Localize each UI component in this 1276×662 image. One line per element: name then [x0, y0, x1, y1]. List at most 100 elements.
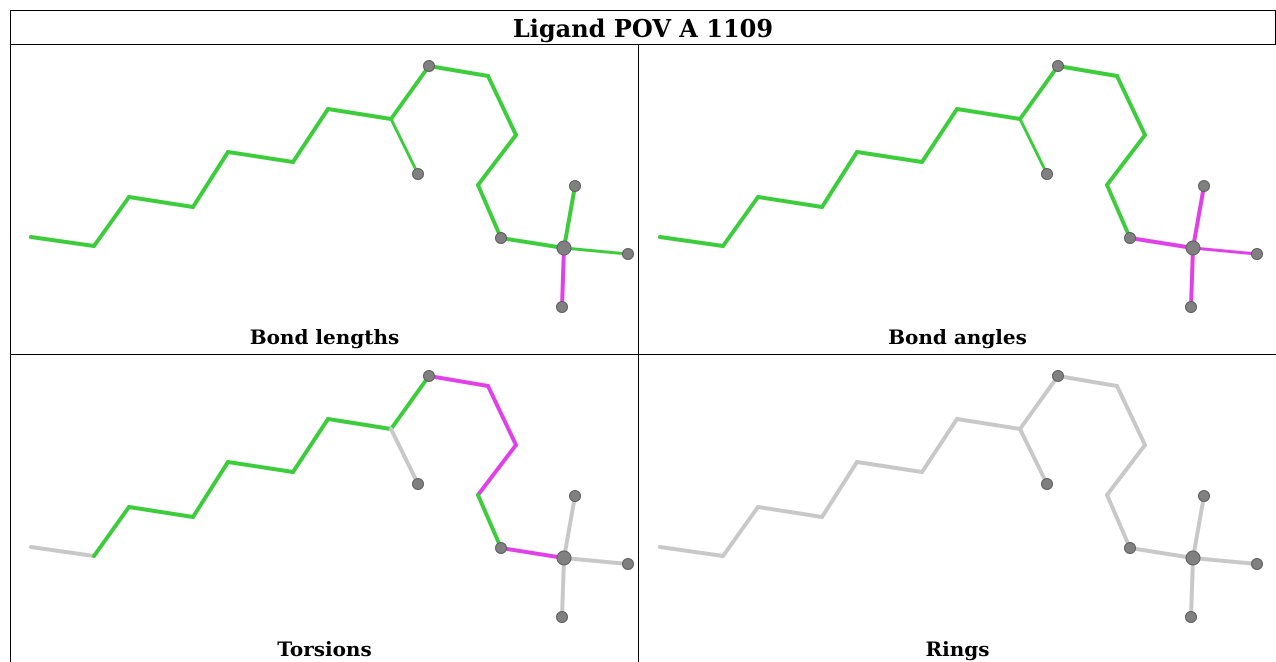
atom: [1041, 168, 1053, 180]
bond: [955, 417, 1022, 431]
bond: [1115, 74, 1147, 137]
bond: [326, 107, 393, 121]
atom: [1124, 542, 1136, 554]
bond: [1018, 374, 1060, 431]
bond: [1105, 183, 1132, 240]
panel-torsions: Torsions: [11, 355, 638, 662]
atom: [412, 478, 424, 490]
bond: [191, 460, 230, 519]
bond: [1018, 64, 1060, 121]
bond: [1189, 556, 1195, 619]
bond: [226, 460, 295, 474]
atom: [1185, 611, 1197, 623]
bond: [1191, 246, 1259, 256]
bond: [499, 236, 566, 250]
atom: [1052, 370, 1064, 382]
title-divider: [10, 44, 1276, 45]
bond: [499, 546, 566, 560]
bond: [389, 64, 431, 121]
atom: [495, 232, 507, 244]
bond: [1105, 443, 1147, 497]
molecule-diagram: [658, 370, 1263, 623]
atom: [556, 611, 568, 623]
atom: [495, 542, 507, 554]
panel-rings: Rings: [639, 355, 1276, 662]
bond: [1105, 133, 1147, 187]
bond: [389, 374, 431, 431]
panel-bond-angles: Bond angles: [639, 45, 1276, 354]
bond: [1056, 64, 1119, 78]
atom: [1052, 60, 1064, 72]
bond: [92, 195, 131, 248]
atom: [569, 490, 581, 502]
atom: [1251, 558, 1263, 570]
column-divider: [638, 44, 639, 662]
bond: [389, 117, 420, 176]
bond: [820, 460, 859, 519]
bond: [1189, 246, 1195, 309]
bond: [820, 150, 859, 209]
bond: [226, 150, 295, 164]
figure-table: Ligand POV A 1109 Bond lengths Bond angl…: [10, 10, 1276, 662]
molecule-diagram: [658, 60, 1263, 313]
bond: [29, 235, 96, 248]
bond: [855, 150, 924, 164]
bond: [127, 505, 195, 519]
bond: [855, 460, 924, 474]
bond: [920, 107, 959, 164]
atom: [556, 301, 568, 313]
bond: [721, 505, 760, 558]
bond: [1128, 546, 1195, 560]
atom: [556, 240, 572, 256]
page-title: Ligand POV A 1109: [512, 14, 774, 43]
atom: [412, 168, 424, 180]
bond: [1018, 427, 1049, 486]
bond: [562, 184, 577, 250]
atom: [1041, 478, 1053, 490]
bond: [756, 195, 824, 209]
bond: [476, 443, 518, 497]
bond: [1105, 493, 1132, 550]
atom: [1198, 180, 1210, 192]
bond: [560, 556, 566, 619]
bond: [562, 246, 630, 256]
panel-caption: Rings: [925, 637, 990, 661]
row-divider: [10, 354, 1276, 355]
bond: [920, 417, 959, 474]
bond: [326, 417, 393, 431]
atom: [1185, 550, 1201, 566]
bond: [476, 493, 503, 550]
atom: [1124, 232, 1136, 244]
bond: [1191, 184, 1206, 250]
bond: [1018, 117, 1049, 176]
bond: [955, 107, 1022, 121]
atom: [423, 60, 435, 72]
bond: [389, 427, 420, 486]
atom: [1198, 490, 1210, 502]
panel-bond-lengths: Bond lengths: [11, 45, 638, 354]
bond: [191, 150, 230, 209]
atom: [569, 180, 581, 192]
bond: [29, 545, 96, 558]
bond: [291, 417, 330, 474]
atom: [1251, 248, 1263, 260]
atom: [556, 550, 572, 566]
molecule-diagram: [29, 370, 634, 623]
panel-caption: Bond lengths: [249, 325, 400, 349]
bond: [658, 235, 725, 248]
bond: [291, 107, 330, 164]
bond: [1191, 556, 1259, 566]
molecule-diagram: [29, 60, 634, 313]
bond: [427, 374, 490, 388]
bond: [476, 183, 503, 240]
atom: [1185, 301, 1197, 313]
bond: [127, 195, 195, 209]
table-left-border: [10, 10, 11, 662]
bond: [427, 64, 490, 78]
bond: [486, 384, 518, 447]
panel-caption: Bond angles: [888, 325, 1027, 349]
bond: [476, 133, 518, 187]
panel-caption: Torsions: [277, 637, 372, 661]
bond: [658, 545, 725, 558]
bond: [1128, 236, 1195, 250]
